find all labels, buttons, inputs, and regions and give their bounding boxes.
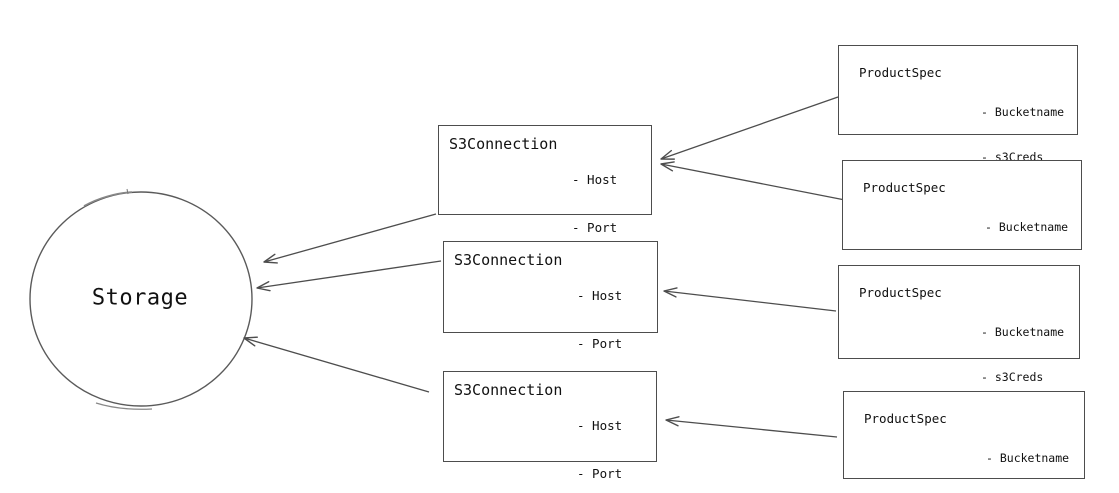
arrow-s3connection2-to-storage[interactable] bbox=[256, 260, 442, 292]
s3connection-box-2[interactable]: S3Connection - Host - Port - TLS bbox=[443, 241, 658, 399]
attribute-host: - Host bbox=[577, 288, 623, 303]
s3connection-box-3[interactable]: S3Connection - Host - Port - TLS bbox=[443, 371, 657, 481]
arrow-productspec3-to-s3connection2[interactable] bbox=[663, 287, 837, 312]
arrow-productspec4-to-s3connection3[interactable] bbox=[665, 416, 838, 438]
storage-circle-sketch-tick bbox=[126, 188, 129, 195]
storage-circle[interactable] bbox=[29, 191, 253, 407]
productspec-box-4[interactable]: ProductSpec - Bucketname - s3Creds bbox=[843, 391, 1085, 479]
arrow-s3connection3-to-storage[interactable] bbox=[243, 336, 430, 393]
productspec-2-title: ProductSpec bbox=[863, 180, 946, 195]
arrow-productspec1-to-s3connection1[interactable] bbox=[660, 96, 839, 160]
s3connection-box-1[interactable]: S3Connection - Host - Port - TLS bbox=[438, 125, 652, 283]
productspec-4-attributes: - Bucketname - s3Creds bbox=[986, 421, 1069, 493]
attribute-bucketname: - Bucketname bbox=[986, 451, 1070, 465]
attribute-host: - Host bbox=[577, 418, 623, 433]
s3connection-2-title: S3Connection bbox=[454, 251, 563, 269]
productspec-3-attributes: - Bucketname - s3Creds bbox=[981, 295, 1064, 415]
storage-label: Storage bbox=[91, 285, 189, 311]
attribute-port: - Port bbox=[577, 466, 623, 481]
attribute-s3creds: - s3Creds bbox=[981, 370, 1044, 384]
productspec-1-title: ProductSpec bbox=[859, 65, 942, 80]
arrow-s3connection1-to-storage[interactable] bbox=[263, 213, 437, 264]
arrow-productspec2-to-s3connection1[interactable] bbox=[660, 161, 846, 201]
productspec-3-title: ProductSpec bbox=[859, 285, 942, 300]
attribute-port: - Port bbox=[572, 220, 618, 235]
productspec-box-1[interactable]: ProductSpec - Bucketname - s3Creds bbox=[838, 45, 1078, 164]
attribute-bucketname: - Bucketname bbox=[981, 325, 1065, 339]
s3connection-3-title: S3Connection bbox=[454, 381, 563, 399]
s3connection-3-attributes: - Host - Port - TLS bbox=[577, 386, 622, 493]
attribute-bucketname: - Bucketname bbox=[985, 220, 1069, 234]
productspec-box-3[interactable]: ProductSpec - Bucketname - s3Creds bbox=[838, 265, 1080, 384]
attribute-host: - Host bbox=[572, 172, 618, 187]
s3connection-1-title: S3Connection bbox=[449, 135, 558, 153]
storage-circle-sketch-overlap-bottom bbox=[95, 402, 153, 410]
productspec-4-title: ProductSpec bbox=[864, 411, 947, 426]
productspec-box-2[interactable]: ProductSpec - Bucketname - s3Creds bbox=[842, 160, 1082, 279]
attribute-bucketname: - Bucketname bbox=[981, 105, 1065, 119]
attribute-port: - Port bbox=[577, 336, 623, 351]
